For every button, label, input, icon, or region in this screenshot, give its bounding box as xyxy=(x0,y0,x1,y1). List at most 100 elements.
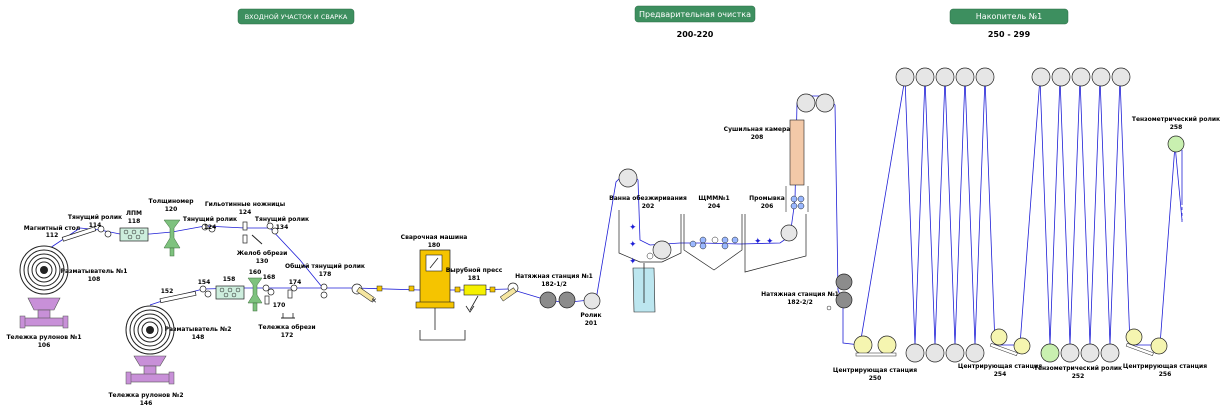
lpm-label: ЛПМ xyxy=(126,210,142,217)
clamp-3 xyxy=(454,286,461,293)
label-152: 152 xyxy=(161,288,174,295)
header-precleaning-label: Предварительная очистка xyxy=(639,10,751,19)
coil-car-1[interactable] xyxy=(19,297,69,329)
dryer-208[interactable] xyxy=(785,119,809,212)
tenso-258-num: 258 xyxy=(1170,124,1183,131)
punch-press-181[interactable] xyxy=(463,284,496,313)
tension-2-label: Натяжная станция №1 xyxy=(761,291,839,298)
common-pull-roll-num: 178 xyxy=(319,271,332,278)
scrap-chute-num: 130 xyxy=(256,258,269,265)
scrap-cart-label: Тележка обрези xyxy=(258,324,315,331)
pull-roll-114[interactable] xyxy=(97,225,112,238)
clamp-2 xyxy=(408,285,415,292)
label-158: 158 xyxy=(223,276,236,283)
svg-text:✕: ✕ xyxy=(371,297,377,305)
pull-roll-114-label: Тянущий ролик xyxy=(68,214,122,221)
accumulator-bottom-rolls-1[interactable] xyxy=(905,343,985,363)
deflector-roll-top[interactable] xyxy=(618,168,638,188)
pull-roll-134-num: 134 xyxy=(276,224,289,231)
coil-car-1-label: Тележка рулонов №1 xyxy=(6,334,81,341)
common-pull-roll-178[interactable] xyxy=(320,283,328,299)
brush-machine-204[interactable] xyxy=(683,214,743,271)
guide-roll-2[interactable] xyxy=(499,282,519,302)
magnetic-table-label: Магнитный стол xyxy=(24,225,80,232)
degrease-num: 202 xyxy=(642,203,655,210)
dryer-label: Сушильная камера xyxy=(724,126,791,133)
precleaning-range: 200-220 xyxy=(677,30,714,39)
degrease-label: Ванна обезжиривания xyxy=(609,195,687,202)
accumulator-bottom-rolls-2[interactable] xyxy=(1060,343,1120,363)
welder-base xyxy=(419,330,466,341)
magnetic-table-num: 112 xyxy=(46,232,59,239)
header-welding[interactable]: ВХОДНОЙ УЧАСТОК И СВАРКА xyxy=(237,8,355,25)
svg-text:✦: ✦ xyxy=(629,257,637,267)
centering-station-250[interactable] xyxy=(853,335,897,357)
guillotine-shears[interactable] xyxy=(242,221,263,245)
pull-roll-114-num: 114 xyxy=(89,222,102,229)
label-168: 168 xyxy=(263,274,276,281)
coil-car-2-label: Тележка рулонов №2 xyxy=(108,392,183,399)
pull-roll-168[interactable] xyxy=(262,284,275,305)
tensometric-roll-252[interactable] xyxy=(1040,343,1060,363)
thickness-gauge-120[interactable] xyxy=(163,219,181,257)
dryer-num: 208 xyxy=(751,134,764,141)
spray-nozzles-202: ✦ ✦ ✦ xyxy=(629,223,637,267)
lpm-118[interactable] xyxy=(119,227,149,242)
pull-roll-134-label: Тянущий ролик xyxy=(255,216,309,223)
tension-station-182-2[interactable] xyxy=(826,273,853,311)
common-pull-roll-label: Общий тянущий ролик xyxy=(285,263,365,270)
shears-num: 124 xyxy=(239,209,252,216)
degreasing-bath-202[interactable] xyxy=(618,210,682,313)
uncoiler-1-label: Разматыватель №1 xyxy=(61,268,128,275)
welder-label: Сварочная машина xyxy=(401,234,468,241)
svg-text:✦: ✦ xyxy=(766,237,774,247)
tenso-258-label: Тензометрический ролик xyxy=(1132,116,1220,123)
label-170: 170 xyxy=(273,302,286,309)
pull-roll-154[interactable] xyxy=(199,285,212,298)
magnetic-table[interactable] xyxy=(61,226,97,242)
tensometric-roll-258[interactable] xyxy=(1167,135,1185,153)
coil-car-1-num: 106 xyxy=(38,342,51,349)
centering-station-254[interactable] xyxy=(989,328,1031,356)
roll-201[interactable] xyxy=(583,292,601,310)
label-174: 174 xyxy=(289,279,302,286)
coil-car-2-num: 146 xyxy=(140,400,153,407)
pull-roll-134[interactable] xyxy=(266,222,279,235)
accumulator-top-rolls-2[interactable] xyxy=(1031,67,1131,87)
uncoiler-1-num: 108 xyxy=(88,276,101,283)
lpm-num: 118 xyxy=(128,218,141,225)
clamp-1 xyxy=(376,285,383,292)
welding-machine-180[interactable] xyxy=(415,249,455,330)
magnetic-table-152[interactable] xyxy=(159,290,197,304)
rinse-206[interactable] xyxy=(744,214,807,273)
pull-roll-174[interactable] xyxy=(287,284,298,299)
pull-roll-124-label: Тянущий ролик xyxy=(183,216,237,223)
centering-station-256[interactable] xyxy=(1125,328,1168,356)
tension-station-182-1[interactable] xyxy=(539,291,576,309)
uncoiler-2[interactable] xyxy=(125,305,175,355)
centering-250-num: 250 xyxy=(869,375,882,382)
accumulator-top-rolls-1[interactable] xyxy=(895,67,995,87)
centering-250-label: Центрирующая станция xyxy=(833,367,917,374)
header-precleaning[interactable]: Предварительная очистка xyxy=(634,5,756,23)
header-accumulator[interactable]: Накопитель №1 xyxy=(949,8,1069,25)
uncoiler-1[interactable] xyxy=(19,245,69,295)
accumulator-range: 250 - 299 xyxy=(988,30,1031,39)
welder-num: 180 xyxy=(428,242,441,249)
guide-roll-1[interactable]: ✕ xyxy=(351,283,377,305)
lpm-158[interactable] xyxy=(215,285,245,300)
scrap-cart-172[interactable] xyxy=(281,313,295,319)
svg-text:✦: ✦ xyxy=(754,237,762,247)
header-accumulator-label: Накопитель №1 xyxy=(976,12,1042,21)
brush-label: ЩММ№1 xyxy=(698,195,729,202)
centering-256-label: Центрирующая станция xyxy=(1123,363,1207,370)
pull-roll-124[interactable] xyxy=(201,223,216,233)
coil-car-2[interactable] xyxy=(125,355,175,385)
deflector-rolls-upper[interactable] xyxy=(796,93,835,113)
tenso-252-num: 252 xyxy=(1072,373,1085,380)
roll-201-label: Ролик xyxy=(580,312,601,319)
header-welding-label: ВХОДНОЙ УЧАСТОК И СВАРКА xyxy=(245,12,348,21)
uncoiler-2-num: 148 xyxy=(192,334,205,341)
thickness-gauge-160[interactable] xyxy=(247,277,263,312)
pull-roll-124-num: 124 xyxy=(204,224,217,231)
